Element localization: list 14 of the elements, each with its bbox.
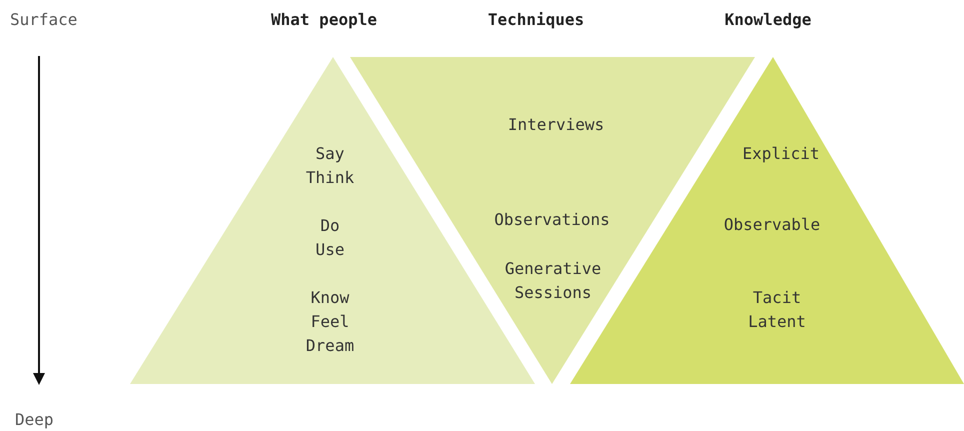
depth-level-text: Observable [724, 214, 820, 236]
column-heading: What people [271, 9, 377, 31]
axis-label-bottom: Deep [15, 410, 54, 429]
column-heading: Techniques [488, 9, 584, 31]
depth-level-text: Do Use [316, 215, 344, 261]
depth-level-text: Generative Sessions [504, 258, 602, 304]
depth-level-text: Tacit Latent [748, 287, 806, 333]
depth-level-text: Observations [494, 209, 610, 231]
depth-level-text: Say Think [306, 143, 354, 189]
depth-level-text: Know Feel Dream [306, 287, 354, 357]
axis-label-top: Surface [10, 10, 78, 29]
depth-level-text: Explicit [742, 143, 820, 165]
depth-level-text: Interviews [508, 114, 604, 136]
column-heading: Knowledge [724, 9, 812, 31]
